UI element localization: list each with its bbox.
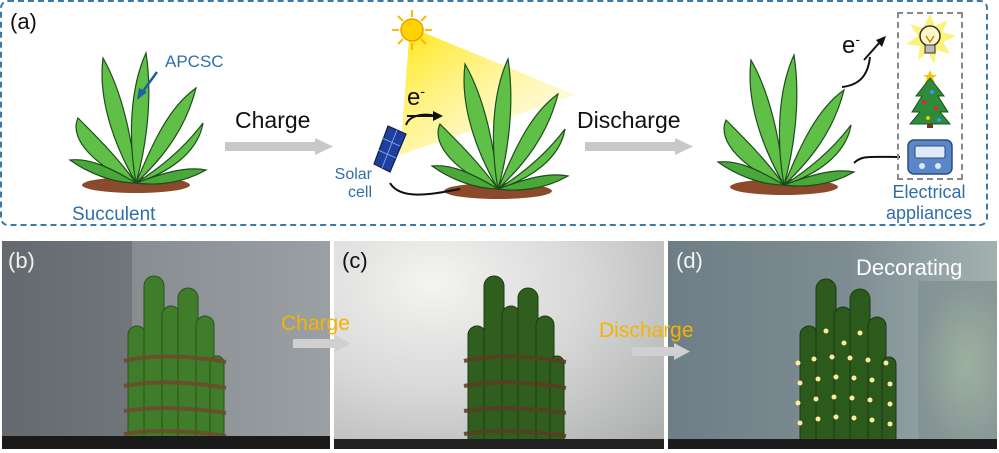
panel-c-label: (c)	[342, 248, 368, 273]
panel-b-label: (b)	[8, 248, 35, 273]
succulent-label: Succulent	[72, 204, 156, 225]
cactus-photo-c	[463, 275, 567, 449]
sun-light-beam	[400, 27, 575, 155]
solar-cell-label: Solar cell	[334, 166, 372, 201]
panel-d-photo	[668, 241, 997, 449]
arrow-icon	[585, 138, 693, 155]
photo-charge-label: Charge	[281, 312, 350, 335]
electrical-appliances-label: Electrical appliances	[885, 182, 973, 223]
arrow-icon	[225, 138, 333, 155]
discharge-label: Discharge	[577, 107, 681, 133]
sun-icon	[392, 10, 432, 50]
electron-label-discharge: e-	[842, 31, 861, 59]
appliance-wire	[841, 56, 901, 164]
solar-panel-icon	[373, 125, 407, 173]
christmas-tree-icon	[908, 70, 952, 128]
light-bulb-icon	[906, 14, 956, 64]
appliances-box	[897, 12, 963, 180]
panel-d-label: (d)	[676, 248, 703, 273]
panel-b-photo	[2, 241, 330, 449]
decorating-label: Decorating	[856, 255, 963, 280]
arrow-icon	[407, 111, 443, 121]
panel-c-photo	[334, 241, 664, 449]
charge-label: Charge	[235, 107, 311, 133]
cactus-photo-d	[795, 278, 897, 449]
arrow-icon	[863, 36, 886, 61]
arrow-icon	[293, 335, 351, 352]
succulent-plant-2	[430, 56, 570, 199]
arrow-icon	[137, 71, 159, 100]
apcsc-label: APCSC	[165, 52, 224, 71]
cactus-photo-b	[123, 275, 227, 449]
succulent-plant-3	[716, 52, 856, 195]
photo-discharge-label: Discharge	[599, 319, 694, 342]
panel-a-frame	[0, 0, 988, 226]
electron-label-charge: e-	[407, 83, 426, 111]
electronic-timer-icon	[907, 139, 953, 175]
succulent-plant-1	[68, 50, 208, 193]
arrow-icon	[632, 343, 690, 360]
panel-a-label: (a)	[10, 9, 37, 34]
